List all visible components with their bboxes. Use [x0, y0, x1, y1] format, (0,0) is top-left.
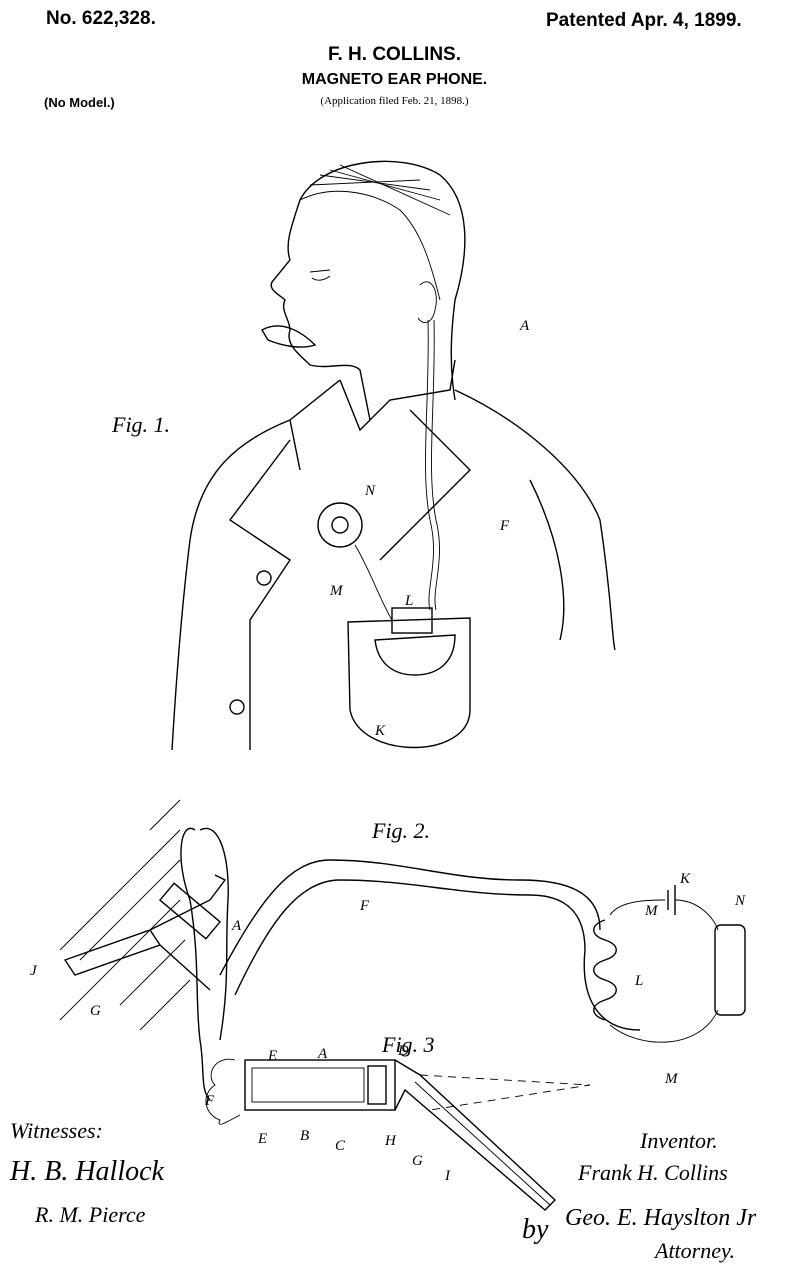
ref-I: I [444, 1168, 451, 1184]
ref-M: M [664, 1071, 679, 1087]
receiver-N [317, 502, 363, 548]
casing-A [244, 1059, 396, 1111]
pocket [347, 617, 471, 749]
lapel [228, 409, 471, 750]
ref-M: M [329, 583, 344, 599]
witness-signature-1: H. B. Hallock [9, 1156, 165, 1187]
cord-F [219, 859, 641, 1031]
figure-2: Fig. 2. A F K M N L J G M [30, 799, 746, 1101]
ref-F: F [204, 1093, 215, 1109]
diaphragm-D [367, 1065, 387, 1105]
wire-M [354, 544, 393, 621]
eye [309, 269, 331, 281]
no-model-note: (No Model.) [44, 95, 115, 110]
receiver-N [714, 924, 746, 1016]
ref-F: F [359, 898, 370, 914]
signature-block: Witnesses: H. B. Hallock R. M. Pierce In… [9, 1118, 757, 1263]
induction-coil-L [391, 607, 433, 634]
ref-M: M [644, 903, 659, 919]
ear-outline [180, 827, 229, 1101]
cord-end-F [205, 1058, 241, 1125]
collar [289, 359, 456, 471]
mustache [261, 325, 317, 348]
earpiece-A [158, 882, 222, 940]
ref-F: F [499, 518, 510, 534]
inventor-signature: Frank H. Collins [577, 1160, 728, 1185]
patent-date: Patented Apr. 4, 1899. [546, 10, 742, 31]
ref-D: D [397, 1043, 409, 1059]
ref-K: K [374, 723, 386, 739]
coat-outline [171, 389, 616, 751]
coat-button [256, 570, 272, 586]
tube-extension [419, 1074, 591, 1111]
ref-A: A [231, 918, 242, 934]
ref-C: C [335, 1138, 346, 1154]
hair [299, 164, 451, 301]
patent-number: No. 622,328. [46, 8, 156, 29]
figure-1: Fig. 1. A N F M L K [111, 160, 616, 751]
ref-N: N [364, 483, 376, 499]
ref-N: N [734, 893, 746, 909]
ear-tube-G [63, 874, 227, 991]
ref-B: B [300, 1128, 309, 1144]
fig3-label: Fig. 3 [381, 1032, 435, 1057]
battery-K [374, 634, 456, 676]
ref-G: G [412, 1153, 423, 1169]
receiver-center [331, 516, 349, 534]
inventor-name: F. H. COLLINS. [328, 44, 461, 65]
inventor-label: Inventor. [639, 1128, 718, 1153]
ref-A: A [317, 1046, 328, 1062]
magnet-C [251, 1067, 365, 1103]
ref-L: L [634, 973, 643, 989]
ref-A: A [519, 318, 530, 334]
fig2-label: Fig. 2. [371, 818, 430, 843]
by-label: by [522, 1214, 549, 1245]
ref-K: K [679, 871, 691, 887]
ref-G: G [90, 1003, 101, 1019]
head-outline [270, 160, 466, 421]
ref-E: E [257, 1131, 267, 1147]
cord-F [425, 319, 440, 611]
patent-title: MAGNETO EAR PHONE. [301, 71, 488, 88]
attorney-label: Attorney. [653, 1238, 735, 1263]
fig1-label: Fig. 1. [111, 412, 170, 437]
wire-M [609, 899, 719, 1043]
ref-L: L [404, 593, 413, 609]
tube-core-I [414, 1081, 551, 1206]
ear [417, 281, 437, 323]
ref-H: H [384, 1133, 397, 1149]
witness-signature-2: R. M. Pierce [34, 1202, 146, 1227]
coat-button [229, 699, 245, 715]
filing-date: (Application filed Feb. 21, 1898.) [320, 95, 469, 107]
figure-3: Fig. 3 E A D F E B C H G I [204, 1032, 591, 1211]
ref-E: E [267, 1048, 277, 1064]
coil-L [593, 919, 617, 1021]
witnesses-label: Witnesses: [10, 1118, 103, 1143]
ref-J: J [30, 963, 38, 979]
attorney-signature: Geo. E. Hayslton Jr [565, 1205, 757, 1231]
head-hatching [59, 799, 191, 1031]
